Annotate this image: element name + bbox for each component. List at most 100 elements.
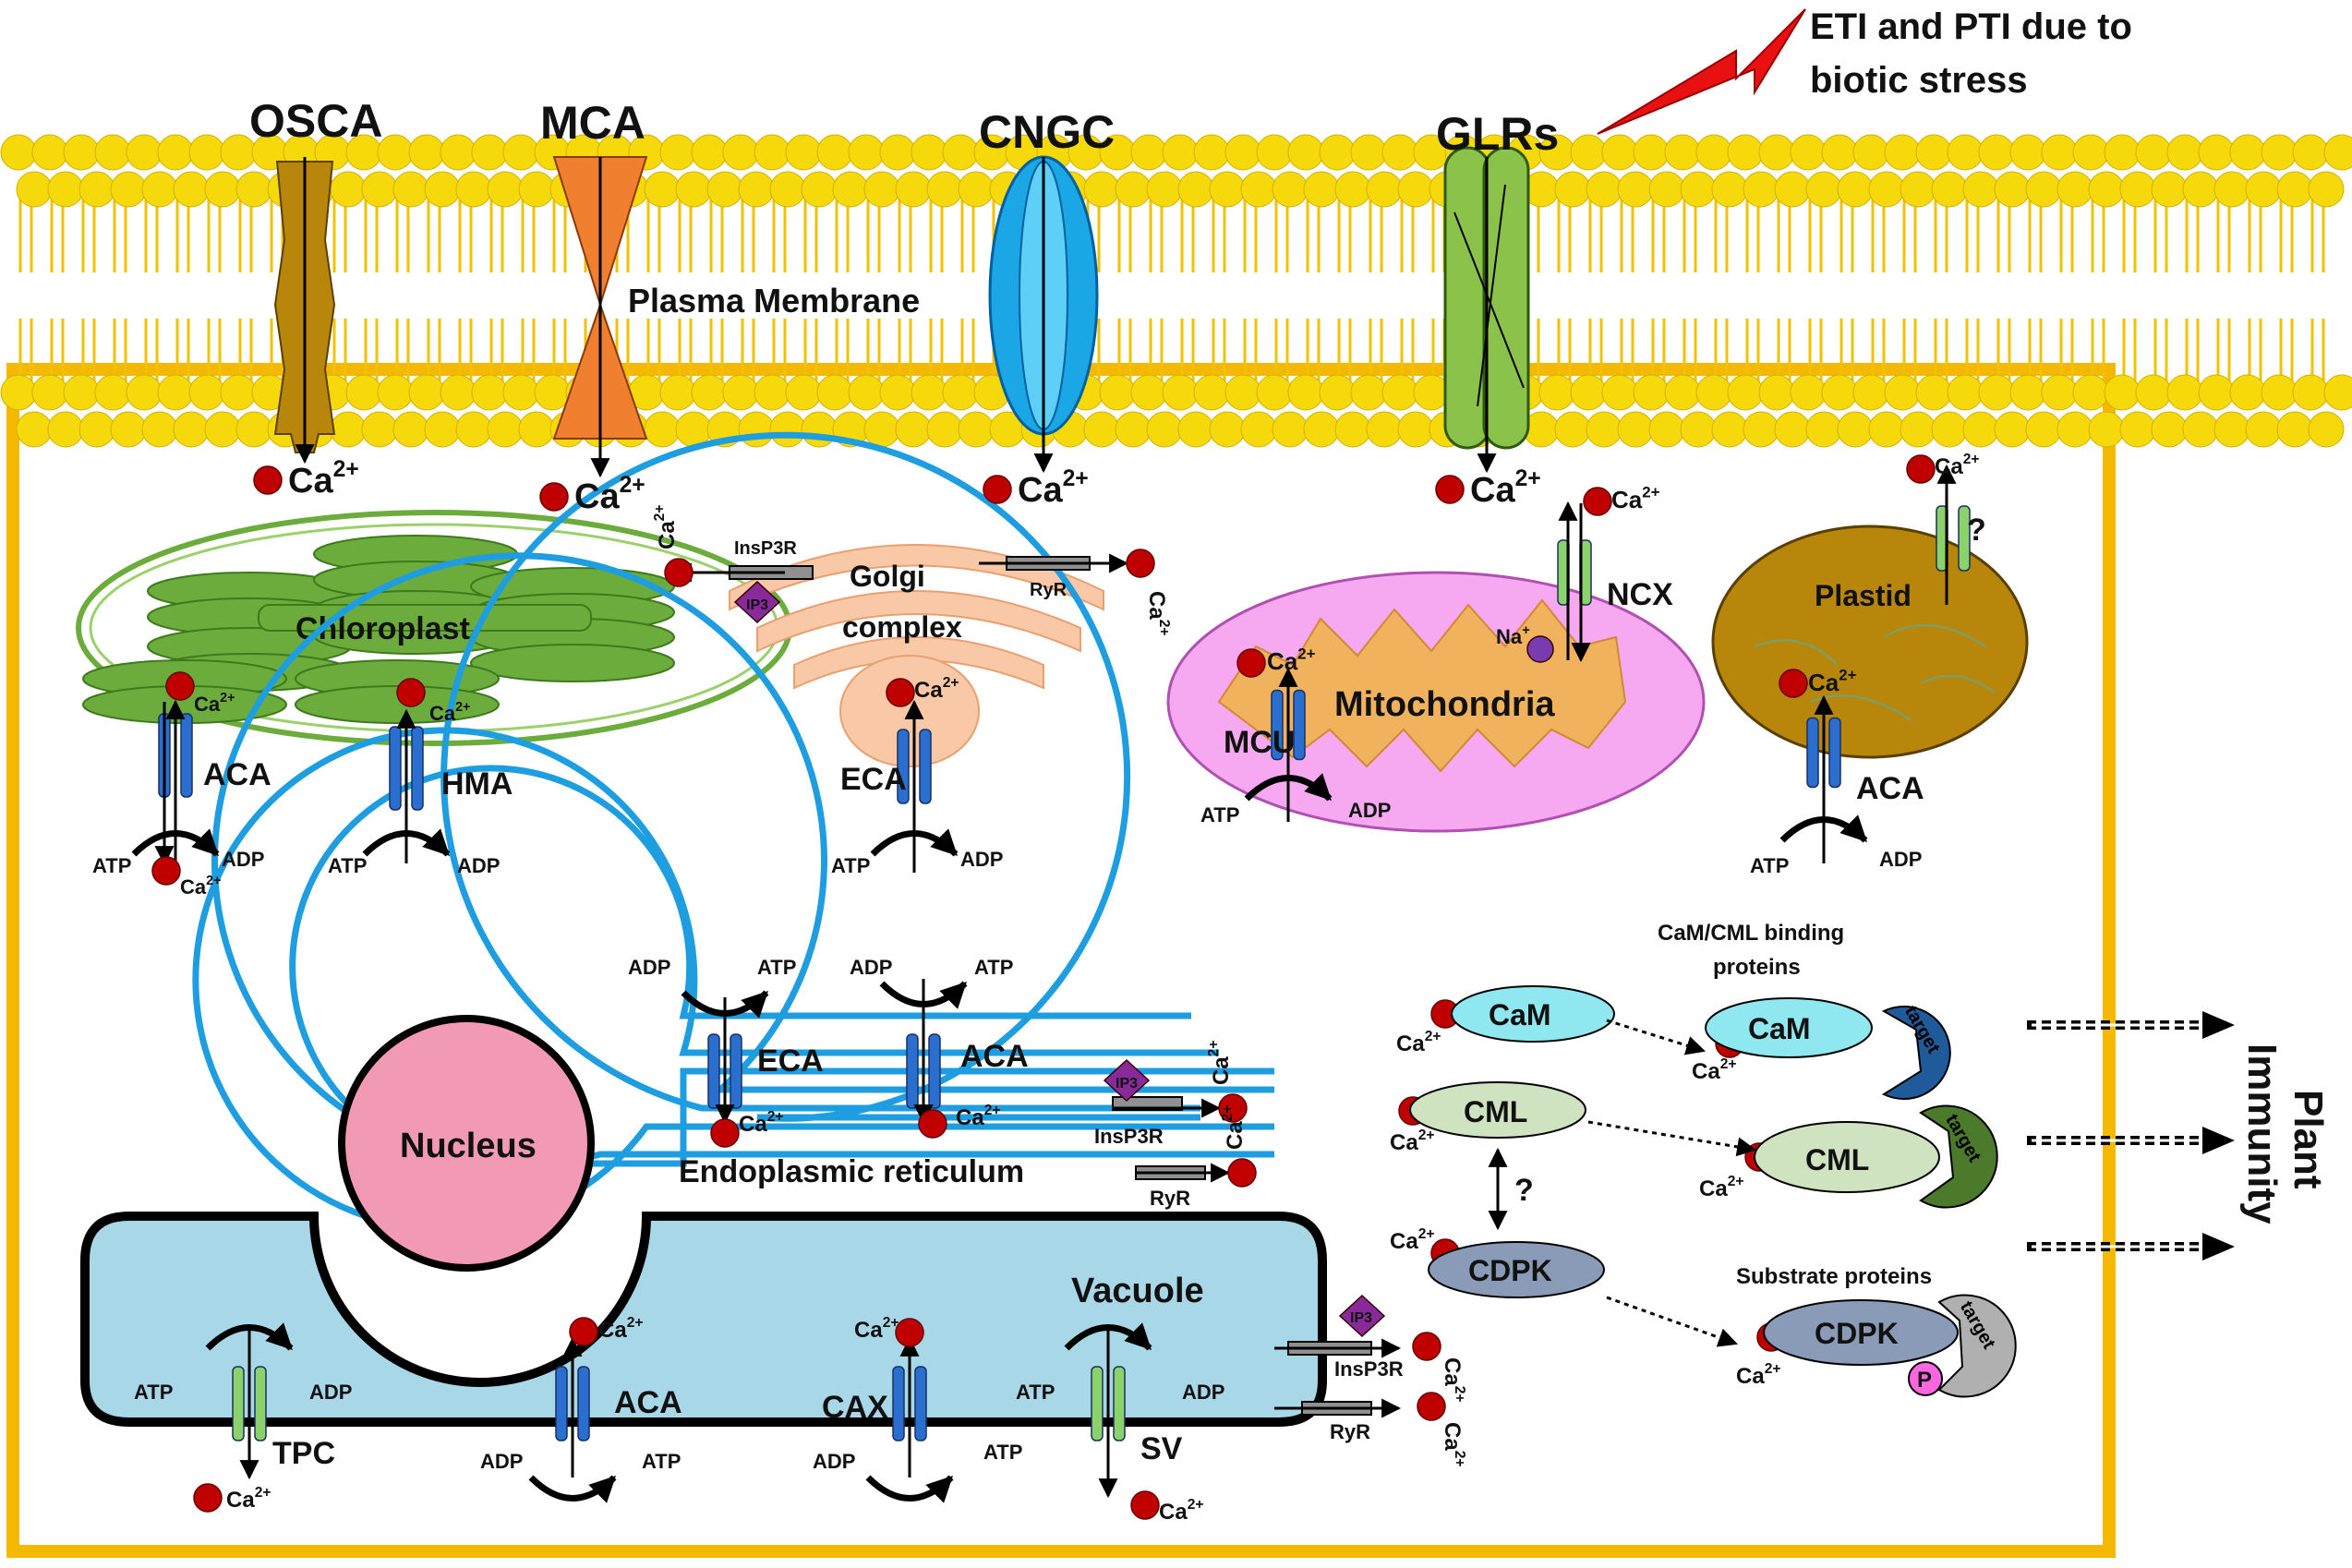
golgi-label-line1: Golgi — [850, 560, 925, 593]
adp-label-5: ADP — [960, 848, 1003, 871]
vacuole: Vacuole — [80, 1212, 1327, 1427]
sensor-panel: CaM/CML binding proteins CaM CML CDPK ? … — [1409, 921, 2017, 1398]
ip3-vacuole-label: IP3 — [1350, 1310, 1372, 1326]
atp-label-17: ATP — [642, 1450, 681, 1473]
insp3r-vacuole-label: InsP3R — [1334, 1357, 1404, 1381]
osca-label: OSCA — [249, 95, 382, 147]
cdpk-protein — [1428, 1241, 1605, 1298]
plastid-question: ? — [1967, 513, 1986, 548]
ryr-golgi-label: RyR — [1030, 580, 1067, 600]
cml-target-protein — [1919, 1104, 1998, 1209]
ca-mcu-icon — [1236, 648, 1266, 678]
ryr-er-label: RyR — [1150, 1187, 1190, 1210]
ca-chloro-out-icon — [151, 856, 181, 886]
ca-vac-ryr-icon — [1417, 1392, 1446, 1421]
nucleus-label: Nucleus — [400, 1127, 537, 1165]
glrs-channel — [1443, 146, 1530, 474]
ip3-er-label: IP3 — [1116, 1076, 1138, 1092]
plasma-membrane — [0, 134, 2352, 448]
ca-mca-icon — [539, 482, 569, 512]
adp-label-1: ADP — [222, 848, 264, 871]
ca-golgi-insp3r-icon — [664, 558, 694, 587]
glrs-label: GLRs — [1436, 108, 1559, 160]
cdpk-target-protein — [1937, 1294, 2017, 1398]
atp-label-0: ATP — [92, 854, 131, 877]
mitochondria-label: Mitochondria — [1334, 685, 1555, 724]
atp-label-11: ATP — [757, 956, 796, 979]
adp-label-16: ADP — [480, 1450, 523, 1473]
ca-cngc-icon — [983, 475, 1012, 504]
mca-label: MCA — [540, 97, 645, 149]
cngc-label: CNGC — [979, 106, 1115, 158]
adp-label-15: ADP — [309, 1381, 352, 1404]
mcu-label: MCU — [1224, 725, 1295, 760]
binding-label-line1: CaM/CML binding — [1658, 921, 1844, 946]
er-label: Endoplasmic reticulum — [679, 1154, 1024, 1189]
insp3r-golgi-label: InsP3R — [734, 538, 797, 559]
phosphate-label: P — [1917, 1368, 1932, 1393]
ca-cngc-label: Ca2+ — [1018, 466, 1089, 510]
mitochondria: Mitochondria — [1166, 571, 1706, 833]
ca-er-aca-icon — [918, 1109, 947, 1139]
adp-label-18: ADP — [813, 1450, 855, 1473]
cml-cdpk-question: ? — [1514, 1173, 1534, 1208]
insp3r-er-label: InsP3R — [1094, 1125, 1164, 1148]
ca-osca-icon — [253, 465, 283, 495]
mca-channel — [552, 156, 648, 478]
ca-chloro-in-label: Ca2+ — [194, 691, 235, 716]
nucleus: Nucleus — [338, 1015, 595, 1272]
cml-bound-protein — [1754, 1121, 1940, 1193]
hma-label: HMA — [441, 766, 513, 802]
plastid-label: Plastid — [1815, 579, 1912, 612]
atp-label-2: ATP — [328, 854, 367, 877]
adp-label-21: ADP — [1182, 1381, 1224, 1404]
atp-label-13: ATP — [974, 956, 1013, 979]
plant-immunity-label: Plant Immunity — [2239, 1043, 2331, 1224]
golgi-label-line2: complex — [842, 610, 962, 644]
na-icon — [1526, 635, 1554, 663]
aca-chloroplast-label: ACA — [203, 757, 271, 792]
ca-golgi-label: Ca2+ — [914, 675, 959, 703]
cdpk-bound-label: CDPK — [1815, 1317, 1899, 1350]
cam-bound-protein — [1705, 997, 1873, 1058]
phosphate-icon — [1908, 1361, 1943, 1396]
cam-protein — [1451, 985, 1615, 1043]
stress-bolt-icon — [1597, 8, 1806, 135]
ip3-golgi-label: IP3 — [746, 597, 768, 613]
ncx-label: NCX — [1607, 577, 1673, 612]
substrate-label: Substrate proteins — [1736, 1264, 1932, 1289]
cngc-channel — [988, 155, 1099, 474]
tpc-label: TPC — [272, 1436, 335, 1471]
ca-vac-cax-icon — [895, 1318, 924, 1347]
ryr-vacuole-label: RyR — [1330, 1420, 1370, 1443]
ca-er-aca-label: Ca2+ — [956, 1103, 1000, 1130]
cam-target-protein — [1881, 1006, 1951, 1100]
ca-ncx-icon — [1583, 487, 1612, 516]
atp-label-8: ATP — [1750, 854, 1789, 877]
plasma-membrane-label: Plasma Membrane — [628, 282, 920, 320]
aca-vacuole-label: ACA — [614, 1385, 682, 1420]
ca-plastid-in-icon — [1779, 669, 1808, 698]
ca-glrs-icon — [1435, 475, 1465, 504]
ca-golgi-icon — [886, 678, 915, 707]
cdpk-label: CDPK — [1468, 1254, 1552, 1287]
ca-er-eca-icon — [710, 1118, 740, 1148]
stress-label-line2: biotic stress — [1810, 60, 2028, 101]
ca-hma-icon — [396, 678, 426, 707]
aca-er-label: ACA — [960, 1039, 1029, 1074]
adp-label-9: ADP — [1879, 848, 1922, 871]
adp-label-7: ADP — [1348, 799, 1391, 822]
ca-osca-label: Ca2+ — [288, 457, 359, 501]
cml-label: CML — [1464, 1095, 1527, 1128]
ca-tpc-icon — [193, 1483, 223, 1513]
cml-bound-label: CML — [1805, 1143, 1869, 1176]
binding-label-line2: proteins — [1713, 955, 1801, 980]
cam-bound-label: CaM — [1748, 1012, 1811, 1045]
immunity-label: Immunity — [2239, 1043, 2285, 1224]
cax-label: CAX — [822, 1390, 888, 1425]
osca-channel — [273, 157, 336, 464]
ca-plastid-out-icon — [1906, 454, 1936, 484]
atp-label-6: ATP — [1200, 803, 1239, 826]
cam-label: CaM — [1489, 998, 1551, 1031]
